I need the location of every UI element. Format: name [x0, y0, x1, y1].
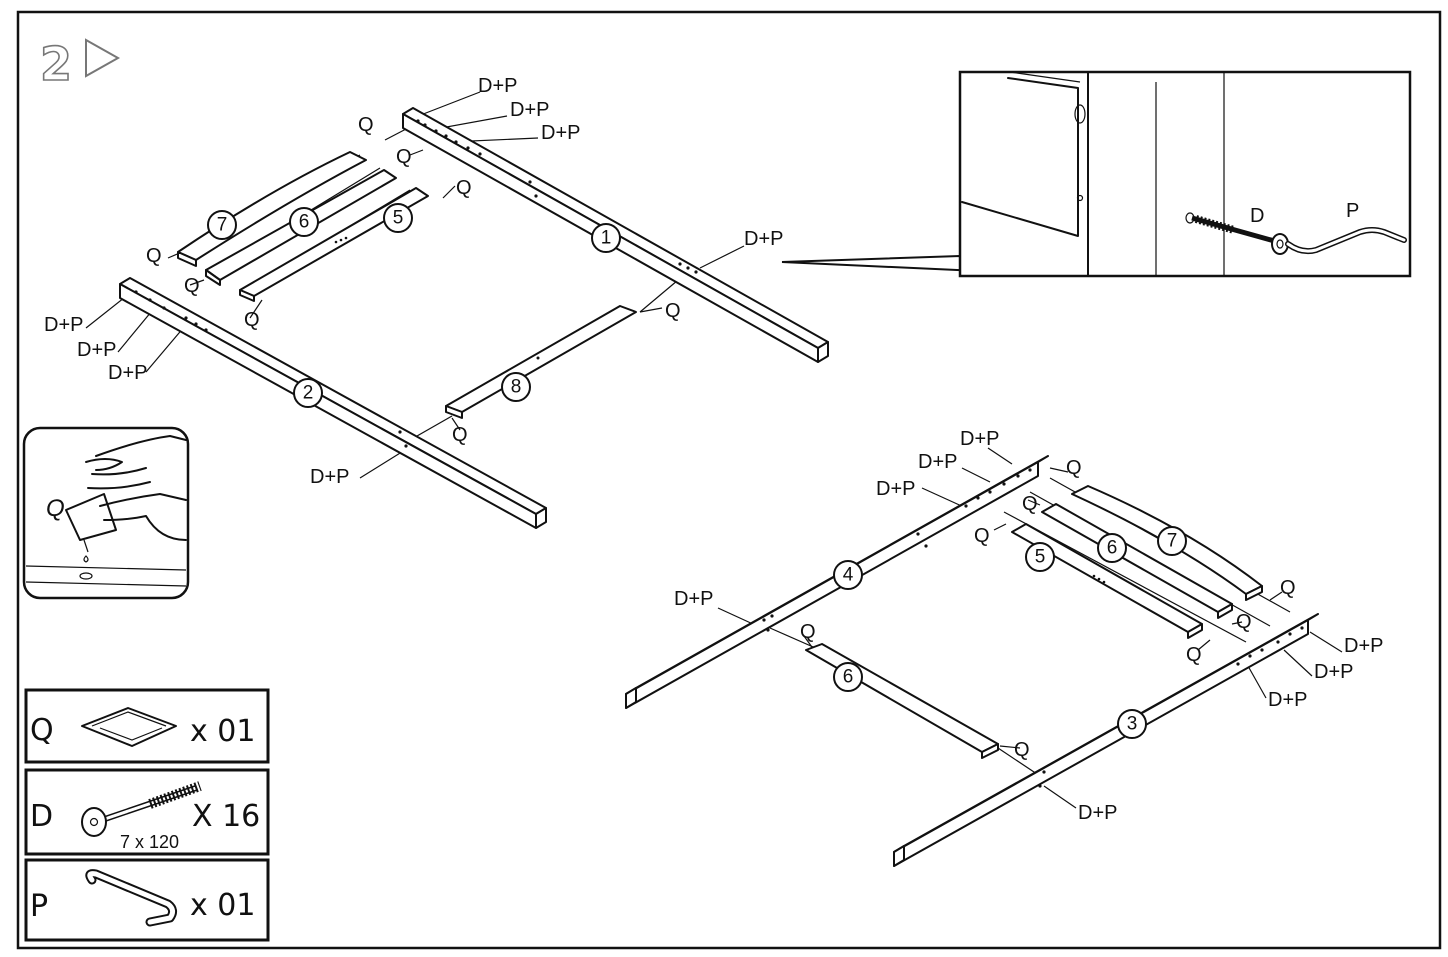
bolt-icon — [1185, 212, 1289, 255]
label-q: Q — [456, 177, 472, 199]
left-part-labels: 7 6 5 1 2 8 — [207, 203, 621, 408]
label-q: Q — [1236, 611, 1252, 633]
label-d: D — [1250, 205, 1264, 227]
page-border — [16, 10, 1442, 950]
allen-key-icon — [85, 869, 178, 927]
label-dp: D+P — [876, 478, 915, 500]
label-dp: D+P — [744, 228, 783, 250]
right-slat-6-lower — [805, 643, 999, 759]
left-slat-8 — [445, 305, 637, 419]
label-q: Q — [46, 495, 65, 522]
hardware-legend: Q x 01 D 7 x 120 X 16 P — [24, 688, 270, 942]
legend-size: 7 x 120 — [120, 832, 179, 852]
bolt-icon — [81, 781, 202, 837]
label-p: P — [1346, 200, 1359, 222]
part-number-7: 7 — [217, 215, 228, 236]
label-q: Q — [1066, 457, 1082, 479]
label-dp: D+P — [918, 451, 957, 473]
label-dp: D+P — [960, 428, 999, 450]
part-number-6: 6 — [299, 212, 310, 233]
label-dp: D+P — [77, 339, 116, 361]
legend-row-d: D 7 x 120 X 16 — [24, 768, 270, 856]
part-number-6: 6 — [843, 667, 854, 688]
legend-qty: x 01 — [190, 714, 255, 749]
part-number-4: 4 — [843, 565, 854, 586]
legend-qty: X 16 — [192, 799, 260, 834]
glue-pouch-icon — [81, 707, 177, 747]
label-q: Q — [358, 114, 374, 136]
legend-row-q: Q x 01 — [24, 688, 270, 764]
part-number-2: 2 — [303, 383, 314, 404]
label-q: Q — [396, 146, 412, 168]
right-slat-5 — [1011, 523, 1203, 639]
label-dp: D+P — [541, 122, 580, 144]
label-q: Q — [1022, 493, 1038, 515]
legend-code: Q — [30, 713, 54, 748]
right-rail-3 — [893, 613, 1319, 867]
label-q: Q — [974, 525, 990, 547]
part-number-3: 3 — [1127, 714, 1138, 735]
left-rail-2 — [119, 277, 547, 529]
left-slat-5 — [239, 187, 429, 302]
right-callouts: D+P D+P D+P D+P D+P D+P D+P D+P Q Q Q Q … — [674, 428, 1383, 824]
label-dp: D+P — [674, 588, 713, 610]
legend-qty: x 01 — [190, 888, 255, 923]
right-slat-6 — [1041, 503, 1233, 619]
part-number-5: 5 — [1035, 547, 1046, 568]
step-number: 2 — [40, 37, 72, 91]
legend-code: D — [30, 799, 53, 834]
label-q: Q — [146, 245, 162, 267]
part-number-1: 1 — [601, 228, 612, 249]
right-part-labels: 7 6 5 4 6 3 — [833, 526, 1187, 739]
label-dp: D+P — [510, 99, 549, 121]
label-q: Q — [244, 309, 260, 331]
part-number-5: 5 — [393, 208, 404, 229]
label-q: Q — [800, 621, 816, 643]
legend-code: P — [30, 889, 48, 924]
label-q: Q — [1014, 739, 1030, 761]
part-number-7: 7 — [1167, 531, 1178, 552]
label-q: Q — [665, 300, 681, 322]
label-dp: D+P — [1268, 689, 1307, 711]
label-dp: D+P — [108, 362, 147, 384]
legend-row-p: P x 01 — [24, 858, 270, 942]
glue-detail-inset: Q — [22, 426, 190, 600]
left-callouts: D+P D+P D+P D+P D+P D+P D+P D+P Q Q Q Q … — [44, 75, 783, 488]
label-q: Q — [184, 275, 200, 297]
label-dp: D+P — [1314, 661, 1353, 683]
play-outline-arrow-icon — [85, 38, 121, 78]
label-dp: D+P — [478, 75, 517, 97]
part-number-8: 8 — [511, 377, 522, 398]
label-q: Q — [452, 424, 468, 446]
label-q: Q — [1280, 577, 1296, 599]
label-dp: D+P — [1078, 802, 1117, 824]
label-dp: D+P — [1344, 635, 1383, 657]
label-dp: D+P — [310, 466, 349, 488]
label-q: Q — [1186, 644, 1202, 666]
bolt-detail-inset: D P — [781, 70, 1412, 278]
label-dp: D+P — [44, 314, 83, 336]
left-assembly: 7 6 5 1 2 8 D+P D+P D+P D+P D+P D+P D+P … — [44, 75, 829, 529]
part-number-6: 6 — [1107, 538, 1118, 559]
step-indicator: 2 — [39, 36, 121, 92]
right-assembly: 7 6 5 4 6 3 D+P D+P D+P D+P D+P D+P D+P … — [625, 428, 1383, 867]
